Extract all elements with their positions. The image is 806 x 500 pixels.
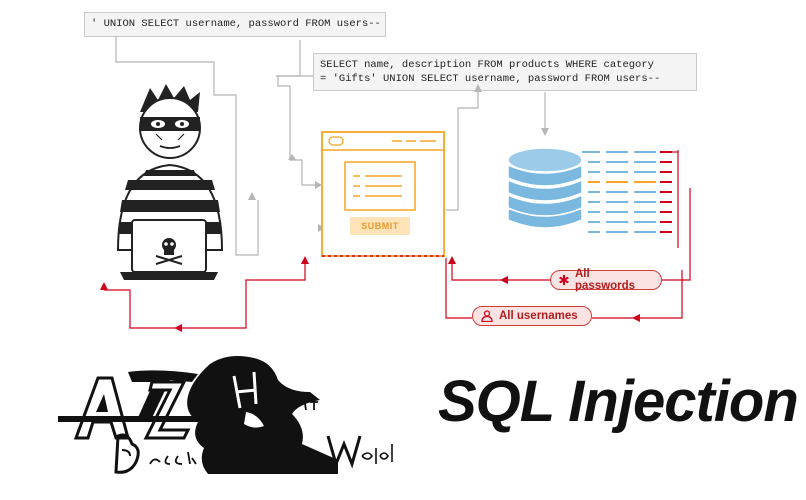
all-usernames-label: All usernames [499, 310, 578, 322]
web-form-window [321, 131, 445, 257]
all-usernames-badge: All usernames [472, 306, 592, 326]
gray-arrowheads [248, 84, 549, 232]
user-icon [481, 310, 493, 322]
az-black-hat-world-logo [58, 356, 393, 474]
submit-button[interactable]: SUBMIT [350, 217, 410, 235]
red-result-paths [104, 150, 691, 329]
all-passwords-label: All passwords [575, 268, 636, 292]
full-sql-query-box: SELECT name, description FROM products W… [313, 53, 697, 91]
asterisk-icon [559, 275, 569, 285]
page-title: SQL Injection [438, 369, 799, 434]
skull-icon [155, 238, 183, 265]
red-arrowheads [100, 256, 640, 332]
database-table-rows [582, 151, 672, 233]
injection-payload-box: ' UNION SELECT username, password FROM u… [84, 12, 386, 37]
all-passwords-badge: All passwords [550, 268, 662, 292]
database-icon [507, 147, 583, 229]
